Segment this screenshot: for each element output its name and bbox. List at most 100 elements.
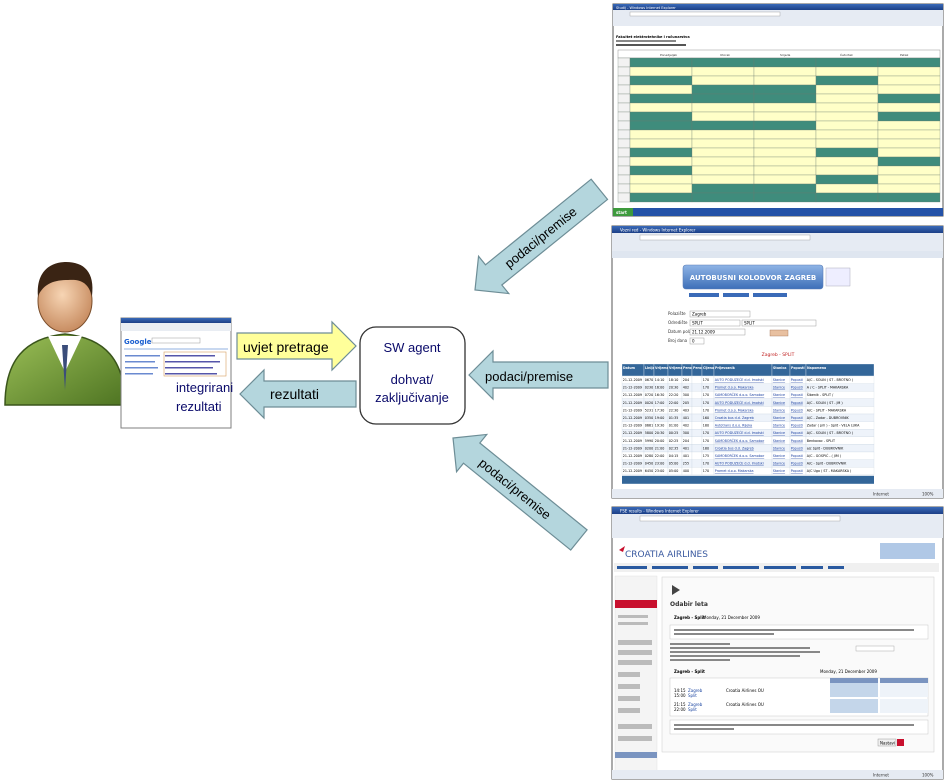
timetable-heading: Fakultet elektrotehnike i računarstva [616,35,690,39]
bus-table-cell[interactable]: Croatia bus d.d. Zagreb [715,416,754,420]
flight-1-dep: 14:15 [674,688,686,693]
day-header-3: Srijeda [780,53,791,57]
bus-table-cell: 204 [683,378,689,382]
bus-table-cell[interactable]: SAMOBORČEK d.o.o. Samobor [715,392,765,397]
bus-table-cell[interactable]: Croatia bus d.d. Zagreb [715,446,754,450]
bus-table-cell: 19:30 [655,424,665,428]
airline-status: Internet [873,773,889,778]
bus-table-cell[interactable]: Popusti [791,386,803,390]
bus-table-cell[interactable]: AUTO PODUZEĆE d.d. Imotski [715,430,764,435]
bus-table-cell[interactable]: Promet d.o.o. Makarska [715,408,754,412]
bus-table-cell-bg [691,383,703,392]
timetable-cell [753,147,817,158]
data-arrow-middle: podaci/premise [468,349,609,401]
date-input [689,328,746,336]
bus-table-cell[interactable]: Popusti [791,446,803,450]
bus-table-cell[interactable]: Popusti [791,424,803,428]
bus-table-cell[interactable]: Stanice [773,408,785,412]
bus-table-cell[interactable]: Stanice [773,401,785,405]
bus-table-cell[interactable]: SAMOBORČEK d.o.o. Samobor [715,438,765,443]
bus-table-cell: 01:00 [669,424,679,428]
timetable-cell [753,183,817,194]
timetable-cell [815,57,879,68]
bus-table-cell[interactable]: Stanice [773,424,785,428]
bus-table-cell[interactable]: Promet d.o.o. Makarska [715,386,754,390]
timetable-cell [877,156,941,167]
timetable-cell [753,66,817,77]
bus-table-cell[interactable]: Stanice [773,431,785,435]
bus-table-cell[interactable]: Popusti [791,401,803,405]
bus-table-cell: 180 [703,424,709,428]
query-arrow: uvjet pretrage [236,320,357,372]
airline-window-title: FSE results - Windows Internet Explorer [620,509,699,514]
bus-table-cell: 401 [683,416,689,420]
svg-text:0: 0 [692,339,695,344]
timetable-cell [617,120,631,131]
bus-table-cell[interactable]: Stanice [773,469,785,473]
bus-table-cell: A / C - SPLIT - MAKARSKA [807,386,849,390]
timetable-cell [753,102,817,113]
bus-table-cell[interactable]: Popusti [791,416,803,420]
bus-table-cell: 402 [683,386,689,390]
integrated-results-line1: integrirani [176,380,233,395]
bus-table-cell[interactable]: Stanice [773,446,785,450]
bus-table-cell[interactable]: Stanice [773,462,785,466]
timetable-cell [753,93,817,104]
timetable-cell [629,183,693,194]
bus-table-cell: 21-12-2009 [623,386,642,390]
departure-input [689,310,751,318]
flight-2-to: Split [688,707,697,712]
bus-table-cell[interactable]: SAMOBORČEK d.o.o. Samobor [715,453,765,458]
bus-table-cell: 300 [683,431,689,435]
timetable-cell [815,120,879,131]
timetable-cell [877,66,941,77]
bus-table-cell[interactable]: Popusti [791,454,803,458]
bus-table-cell: 23:00 [655,469,665,473]
bus-table-cell[interactable]: Stanice [773,416,785,420]
bus-table-cell[interactable]: Popusti [791,469,803,473]
bus-table-cell[interactable]: Stanice [773,439,785,443]
bus-table-cell: 0720 [645,393,653,397]
svg-text:21.12.2009: 21.12.2009 [692,330,715,335]
airline-screenshot: FSE results - Windows Internet Explorer … [611,506,944,780]
bus-table-cell: 17:30 [655,408,665,412]
timetable-cell [629,93,693,104]
timetable-cell [753,129,817,140]
bus-table-cell[interactable]: Popusti [791,462,803,466]
sw-agent-subtitle-1: dohvat/ [391,372,434,387]
bus-table-cell[interactable]: Popusti [791,408,803,412]
timetable-cell [629,165,693,176]
bus-table-cell[interactable]: Stanice [773,378,785,382]
timetable-cell [753,156,817,167]
bus-table-cell[interactable]: Popusti [791,378,803,382]
timetable-cell [629,111,693,122]
bus-table-cell[interactable]: Popusti [791,393,803,397]
bus-table-cell: A/C - GOSPIĆ - ( JIM ) [807,453,841,458]
bus-table-cell: 21-12-2009 [623,454,642,458]
bus-table-cell[interactable]: Autotrans d.o.o. Rijeka [715,424,752,428]
bus-table-cell: 22:00 [669,401,679,405]
bus-table-cell[interactable]: AUTO PODUZEĆE d.d. Imotski [715,461,764,466]
airline-date: Monday, 21 December 2009 [820,669,877,674]
flight-1-carrier: Croatia Airlines OU [726,688,764,693]
bus-table-cell[interactable]: Popusti [791,439,803,443]
bus-table-cell: 14:10 [655,378,665,382]
bus-table-cell[interactable]: AUTO PODUZEĆE d.d. Imotski [715,377,764,382]
bus-table-cell: 170 [703,469,709,473]
integrated-results-thumbnail: Google integrirani rezultati [120,317,233,429]
timetable-cell [815,66,879,77]
flight-1-to: Split [688,693,697,698]
bus-table-cell[interactable]: Stanice [773,386,785,390]
bus-table-cell: 170 [703,408,709,412]
bus-table-cell: 5990 [645,439,653,443]
svg-text:Zagreb - Split: Zagreb - Split [674,669,705,674]
bus-table-cell[interactable]: Stanice [773,393,785,397]
bus-table-cell[interactable]: AUTO PODUZEĆE d.d. Imotski [715,400,764,405]
bus-table-cell[interactable]: Popusti [791,431,803,435]
bus-status: Internet [873,492,889,497]
bus-table-cell[interactable]: Stanice [773,454,785,458]
timetable-cell [877,111,941,122]
svg-text:SPLIT: SPLIT [692,321,703,326]
bus-table-cell: 5231 [645,408,653,412]
bus-table-cell[interactable]: Promet d.o.o. Makarska [715,469,754,473]
